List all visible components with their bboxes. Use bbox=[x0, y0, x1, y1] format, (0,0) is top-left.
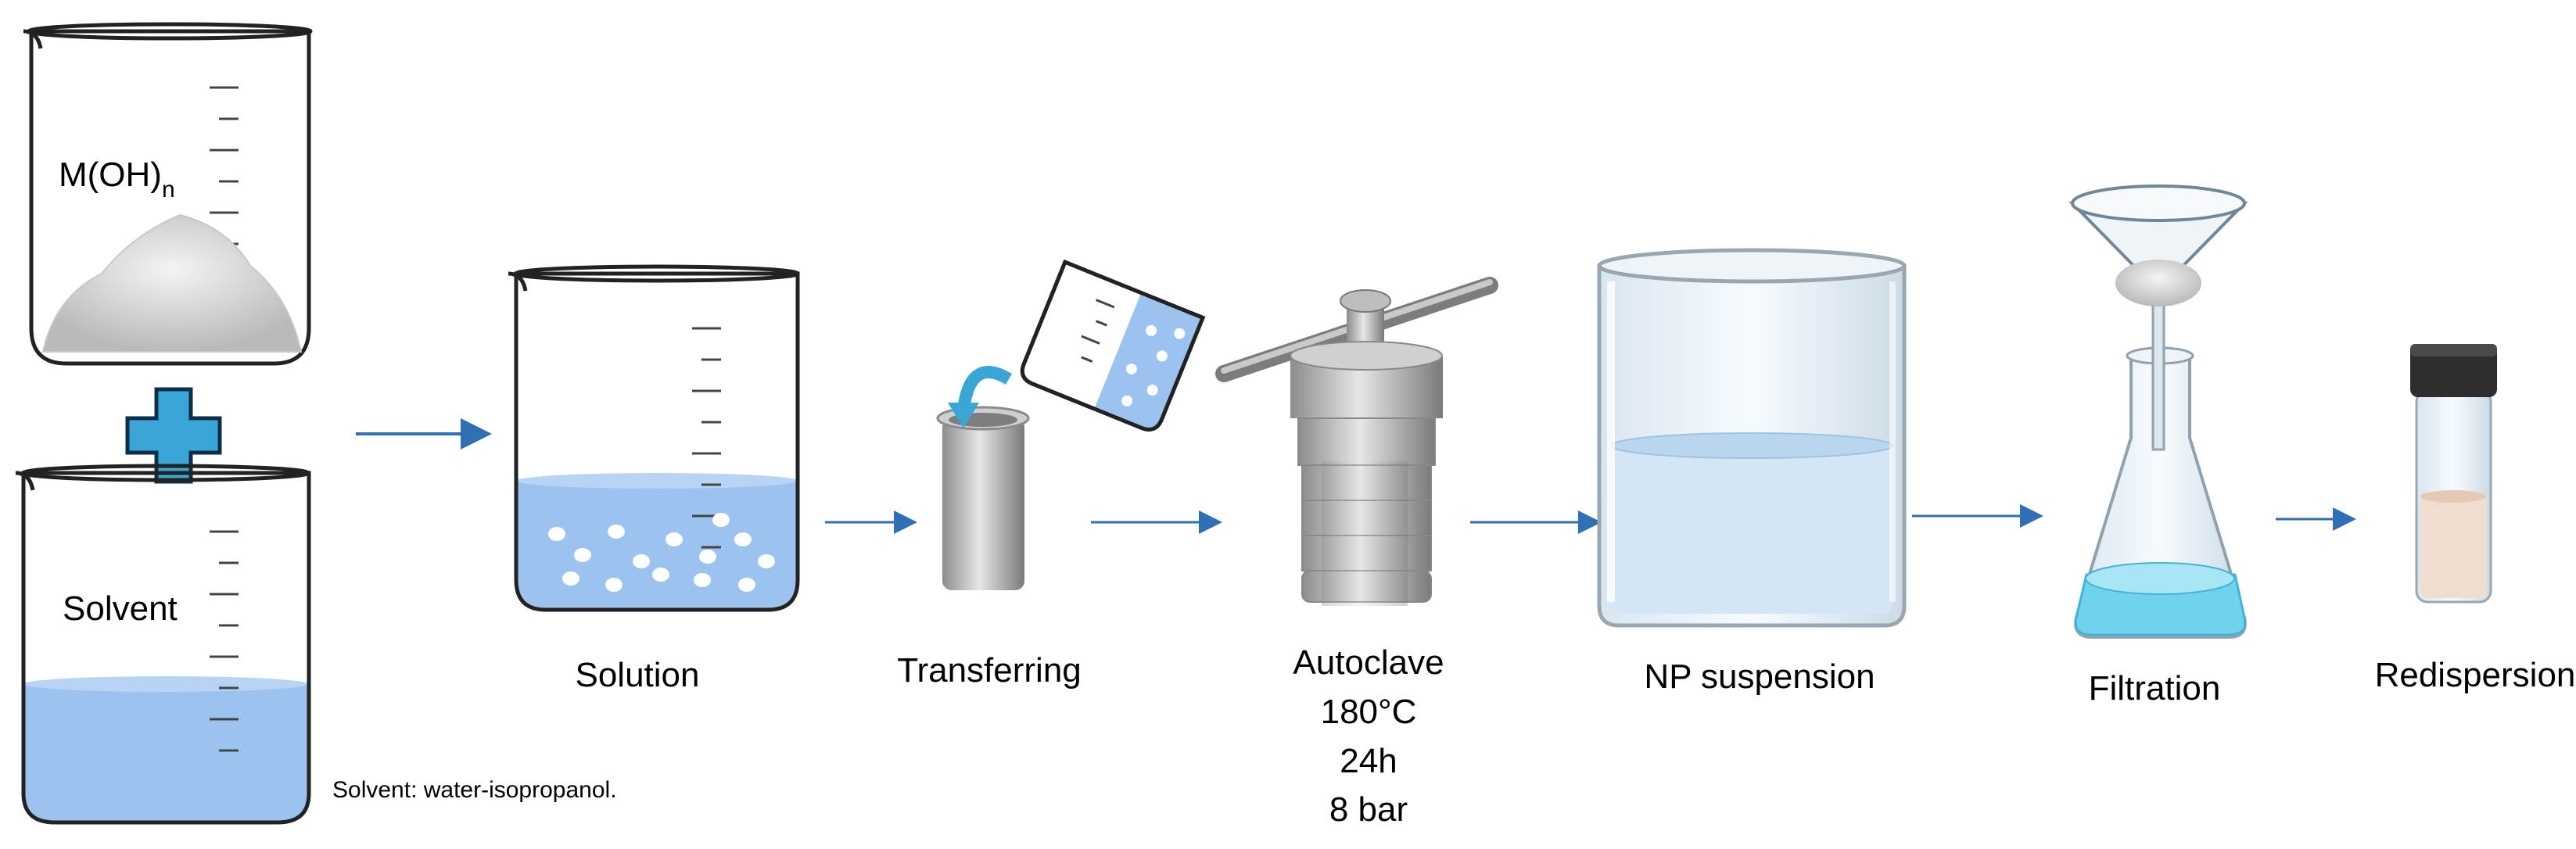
powder-icon bbox=[41, 213, 303, 353]
step-label-filtration: Filtration bbox=[2089, 669, 2221, 708]
autoclave-time: 24h bbox=[1340, 742, 1397, 780]
pour-into-liner-icon bbox=[936, 259, 1206, 590]
step-label-transferring: Transferring bbox=[897, 651, 1082, 690]
autoclave-temperature: 180°C bbox=[1321, 693, 1417, 731]
powder-label: M(OH)n bbox=[59, 156, 175, 202]
step-label-redispersion: Redispersion bbox=[2375, 656, 2576, 694]
autoclave-pressure: 8 bar bbox=[1329, 790, 1408, 829]
step-label-np-suspension: NP suspension bbox=[1644, 657, 1875, 696]
solution-beaker-icon bbox=[508, 264, 800, 612]
solvent-beaker: Solvent bbox=[15, 464, 311, 825]
powder-beaker: M(OH)n bbox=[23, 22, 313, 366]
solvent-note: Solvent: water-isopropanol. bbox=[332, 777, 617, 803]
step-label-autoclave: Autoclave bbox=[1293, 643, 1444, 682]
funnel-flask-icon bbox=[2068, 184, 2248, 639]
large-beaker-icon bbox=[1597, 248, 1907, 628]
autoclave-icon bbox=[1215, 277, 1498, 606]
solvent-label: Solvent bbox=[63, 589, 178, 628]
step-label-solution: Solution bbox=[575, 656, 699, 694]
vial-icon bbox=[2410, 344, 2497, 604]
